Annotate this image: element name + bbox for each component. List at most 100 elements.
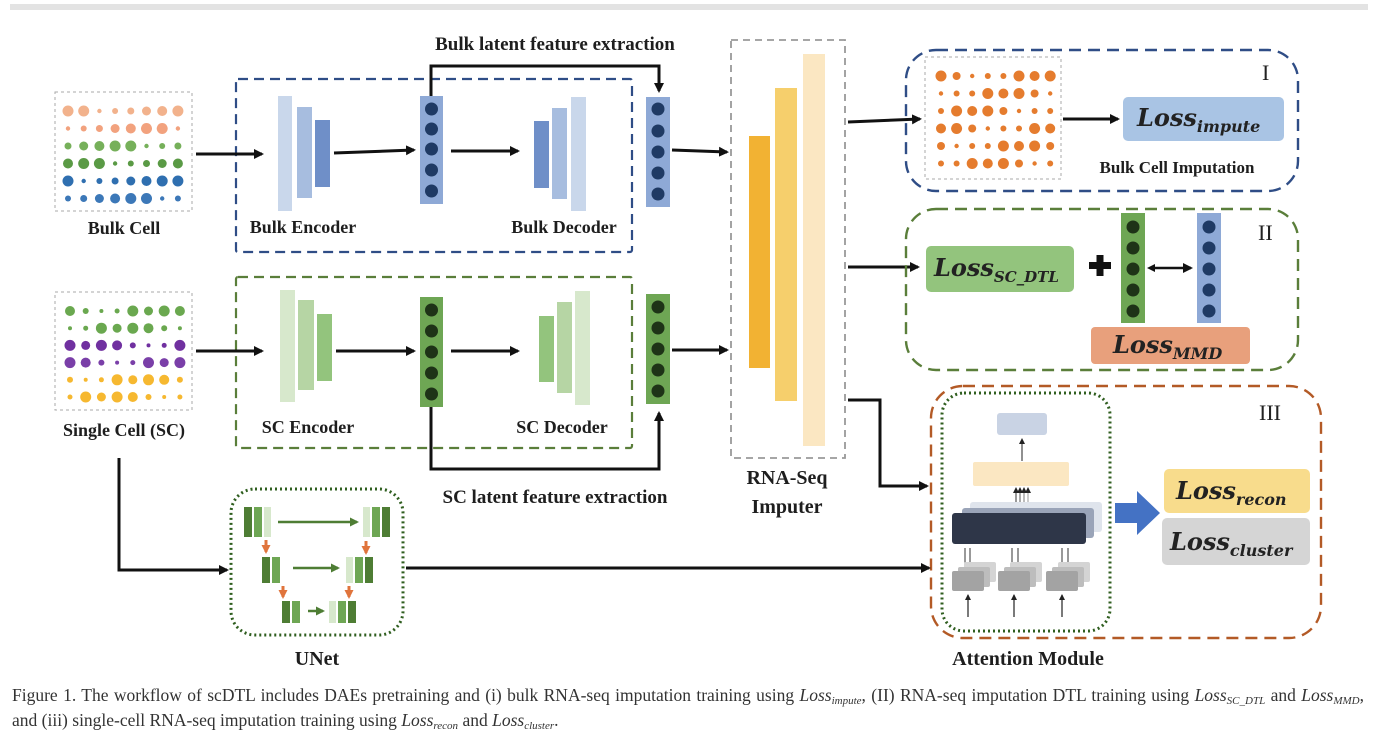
matrix-dot [174, 306, 185, 316]
matrix-dot [127, 322, 139, 334]
matrix-dot [81, 340, 91, 350]
matrix-dot [96, 178, 103, 184]
matrix-dot [1014, 141, 1024, 151]
matrix-dot [1044, 70, 1056, 82]
bulk-latent-vector [420, 96, 443, 204]
bulk-cell-matrix [54, 91, 193, 212]
matrix-dot [938, 91, 944, 96]
matrix-dot [125, 193, 137, 204]
matrix-dot [174, 195, 181, 202]
matrix-dot [62, 175, 74, 187]
matrix-dot [953, 160, 960, 167]
sc-encoder [280, 290, 332, 402]
matrix-dot [161, 342, 167, 348]
top-rule [10, 4, 1368, 10]
matrix-dot [99, 309, 104, 313]
sc-dae-box [234, 275, 634, 450]
matrix-dot [65, 306, 75, 316]
matrix-dot [935, 70, 947, 82]
matrix-dot [936, 123, 946, 134]
matrix-dot [1032, 161, 1037, 166]
matrix-dot [938, 108, 944, 114]
matrix-dot [1013, 88, 1025, 99]
matrix-dot [82, 308, 89, 314]
matrix-dot [127, 160, 134, 167]
single-cell-label: Single Cell (SC) [63, 420, 185, 441]
matrix-dot [98, 359, 105, 366]
panel-3-box [929, 384, 1323, 640]
attention-inner-box [940, 391, 1112, 633]
panel-2-box [904, 207, 1300, 372]
matrix-dot [146, 343, 151, 348]
matrix-dot [64, 339, 76, 351]
matrix-dot [97, 108, 102, 114]
matrix-dot [177, 394, 183, 400]
sc-extracted-latent [646, 294, 670, 404]
matrix-dot [157, 159, 167, 168]
bulk-dae-box [234, 77, 634, 254]
bulk-latent-compare [1197, 213, 1221, 323]
bulk-cell-label: Bulk Cell [88, 218, 161, 238]
matrix-dot [95, 339, 107, 351]
panel-2-numeral: II [1258, 220, 1273, 245]
matrix-dot [141, 193, 152, 204]
attention-module-label: Attention Module [952, 648, 1104, 670]
matrix-dot [1048, 91, 1053, 96]
matrix-dot [110, 124, 120, 133]
sc-encoder-label: SC Encoder [262, 417, 355, 437]
matrix-dot [109, 140, 121, 152]
unet-network [244, 507, 390, 623]
matrix-dot [967, 106, 978, 116]
matrix-dot [93, 158, 105, 169]
matrix-dot [953, 90, 960, 97]
matrix-dot [1016, 108, 1022, 114]
matrix-dot [68, 326, 72, 331]
arrow-to-panel-1 [847, 114, 922, 125]
matrix-dot [130, 360, 136, 366]
matrix-dot [110, 193, 121, 204]
matrix-dot [1013, 70, 1025, 82]
matrix-dot [177, 326, 182, 331]
matrix-dot [127, 107, 135, 115]
matrix-dot [96, 392, 106, 402]
workflow-diagram: Bulk Cell Single Cell (SC) Bulk Encoder … [54, 34, 1323, 670]
sc-latent-vector [420, 297, 443, 407]
bulk-decoder-label: Bulk Decoder [511, 217, 617, 237]
imputed-bulk-matrix [924, 56, 1062, 180]
matrix-dot [114, 308, 120, 314]
matrix-dot [159, 374, 170, 385]
matrix-dot [112, 108, 119, 114]
matrix-dot [95, 125, 103, 132]
matrix-dot [94, 141, 105, 151]
matrix-dot [982, 88, 994, 99]
matrix-dot [158, 305, 170, 317]
single-cell-matrix [54, 291, 193, 411]
matrix-dot [112, 161, 118, 166]
matrix-dot [175, 126, 181, 131]
matrix-dot [112, 340, 123, 351]
matrix-dot [951, 123, 963, 134]
loss-impute-label: Lossimpute [1136, 103, 1260, 136]
matrix-dot [67, 376, 73, 383]
matrix-dot [94, 194, 104, 203]
matrix-dot [1047, 108, 1054, 114]
matrix-dot [64, 357, 76, 369]
figure-caption: Figure 1. The workflow of scDTL includes… [12, 685, 1365, 732]
matrix-dot [997, 140, 1009, 152]
matrix-dot [984, 143, 991, 149]
loss-mmd-box [1091, 327, 1250, 364]
matrix-dot [970, 73, 975, 79]
matrix-dot [174, 357, 186, 369]
bulk-decoder [534, 97, 586, 211]
block-arrow-icon [1115, 491, 1160, 535]
matrix-dot [159, 143, 166, 149]
matrix-dot [1016, 125, 1022, 132]
arrow-bulk-enc [333, 145, 416, 156]
matrix-dot [999, 107, 1008, 115]
loss-recon-box [1164, 469, 1310, 513]
loss-scdtl-box [926, 246, 1074, 292]
matrix-dot [951, 105, 963, 117]
matrix-dot [80, 391, 92, 403]
matrix-dot [64, 142, 72, 150]
matrix-dot [125, 123, 136, 134]
